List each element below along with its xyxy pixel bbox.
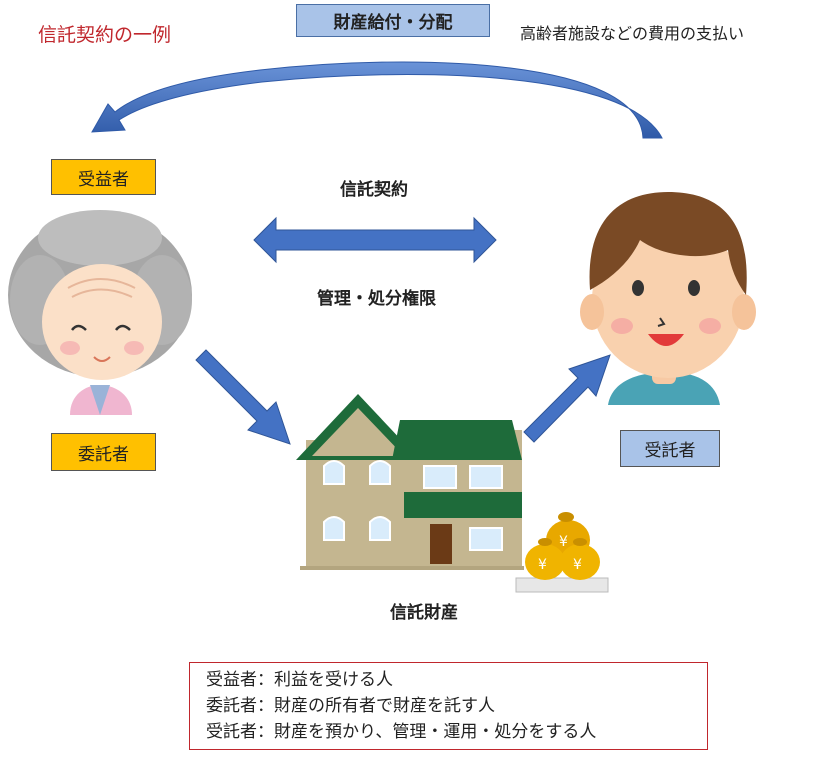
- flow-label: 財産給付・分配: [333, 13, 453, 33]
- settlor-to-property-arrow: [195, 349, 291, 445]
- trustee-label-box: 受託者: [620, 430, 720, 467]
- svg-text:¥: ¥: [573, 557, 582, 573]
- legend-box: 受益者：利益を受ける人 委託者：財産の所有者で財産を託す人 受託者：財産を預かり…: [189, 662, 708, 750]
- beneficiary-label-box: 受益者: [51, 159, 156, 195]
- beneficiary-label: 受益者: [78, 169, 129, 190]
- settlor-label-box: 委託者: [51, 433, 156, 471]
- svg-text:¥: ¥: [559, 534, 568, 550]
- house-icon: [296, 394, 524, 570]
- legend-item-trustee: 受託者：財産を預かり、管理・運用・処分をする人: [206, 722, 597, 742]
- trust-property-label: 信託財産: [390, 603, 458, 623]
- property-to-trustee-arrow: [523, 354, 611, 443]
- flow-note: 高齢者施設などの費用の支払い: [520, 24, 745, 43]
- diagram-title: 信託契約の一例: [38, 24, 172, 46]
- contract-double-arrow: [253, 216, 497, 264]
- settlor-label: 委託者: [78, 444, 129, 465]
- money-bags-icon: ¥ ¥ ¥: [515, 512, 609, 593]
- contract-label: 信託契約: [340, 180, 408, 200]
- flow-label-box: 財産給付・分配: [296, 4, 490, 37]
- authority-label: 管理・処分権限: [317, 289, 436, 309]
- legend-item-settlor: 委託者：財産の所有者で財産を託す人: [206, 696, 495, 716]
- trustee-label: 受託者: [644, 441, 696, 461]
- elderly-woman-icon: [8, 210, 192, 415]
- distribution-arc-arrow: [91, 61, 663, 139]
- svg-text:¥: ¥: [538, 557, 547, 573]
- young-man-icon: [580, 192, 756, 405]
- legend-item-beneficiary: 受益者：利益を受ける人: [206, 670, 393, 690]
